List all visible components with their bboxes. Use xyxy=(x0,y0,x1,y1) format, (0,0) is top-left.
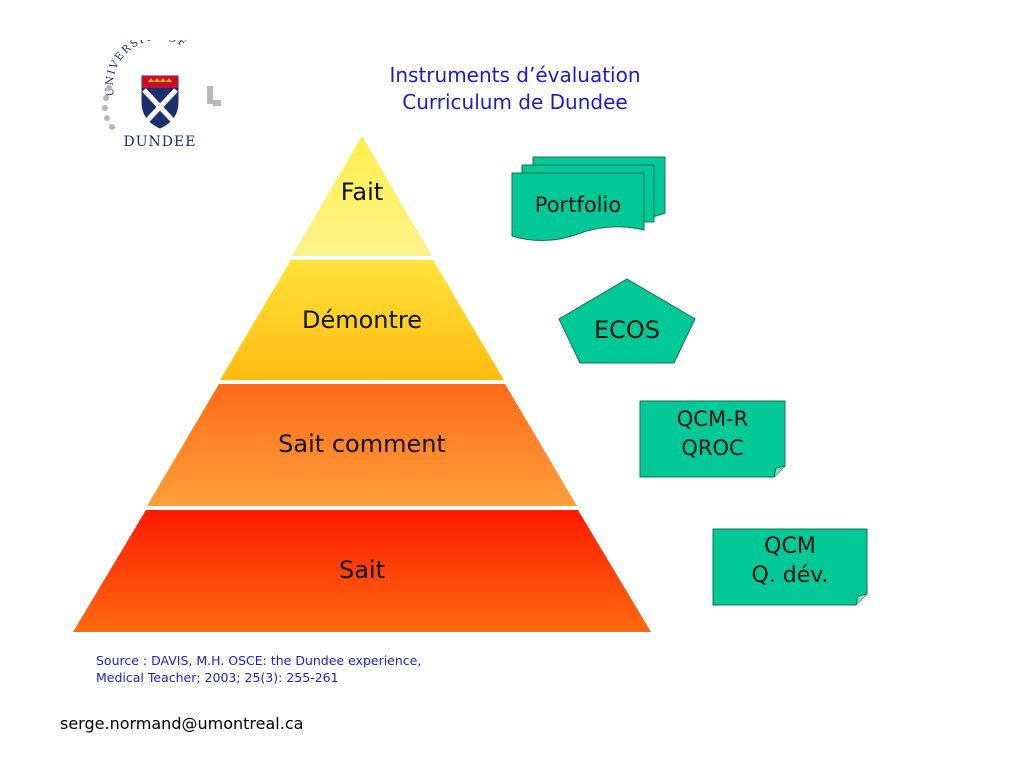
qcmr-label-line-2: QROC xyxy=(681,436,744,460)
level-label-fait: Fait xyxy=(340,178,384,206)
level-label-sait-comment: Sait comment xyxy=(278,430,446,458)
qcm-note-fold xyxy=(855,593,868,606)
title-line-2: Curriculum de Dundee xyxy=(402,90,628,114)
pyramid-level-sait-comment xyxy=(147,384,577,506)
logo-bottom-text: DUNDEE xyxy=(124,134,197,150)
qcmr-note-fold xyxy=(773,465,786,478)
portfolio-label: Portfolio xyxy=(534,193,622,217)
source-line-2: Medical Teacher; 2003; 25(3): 255-261 xyxy=(96,670,339,685)
qcmr-label: QCM-R QROC xyxy=(640,405,785,463)
qcm-label-line-1: QCM xyxy=(764,534,816,559)
qcmr-label-line-1: QCM-R xyxy=(676,407,749,431)
qcm-label-line-2: Q. dév. xyxy=(751,563,829,588)
level-label-sait: Sait xyxy=(338,556,386,584)
ecos-pentagon-shape xyxy=(558,278,696,364)
pyramid-level-demontre xyxy=(220,260,504,380)
logo-right-mark xyxy=(207,86,221,106)
qcm-label: QCM Q. dév. xyxy=(713,532,867,590)
source-line-1: Source : DAVIS, M.H. OSCE: the Dundee ex… xyxy=(96,653,422,668)
author-email: serge.normand@umontreal.ca xyxy=(60,714,304,733)
source-citation: Source : DAVIS, M.H. OSCE: the Dundee ex… xyxy=(96,652,421,686)
title-line-1: Instruments d’évaluation xyxy=(389,63,641,87)
level-label-demontre: Démontre xyxy=(301,306,423,334)
pyramid-level-sait xyxy=(73,510,651,632)
ecos-label: ECOS xyxy=(593,316,661,344)
portfolio-shape xyxy=(511,156,666,242)
shield-icon xyxy=(141,75,179,129)
logo-dots xyxy=(102,85,115,130)
university-logo: UNIVERSITY OF DUNDEE xyxy=(102,40,221,150)
slide-title: Instruments d’évaluation Curriculum de D… xyxy=(330,62,700,116)
pyramid-level-fait xyxy=(292,136,432,256)
